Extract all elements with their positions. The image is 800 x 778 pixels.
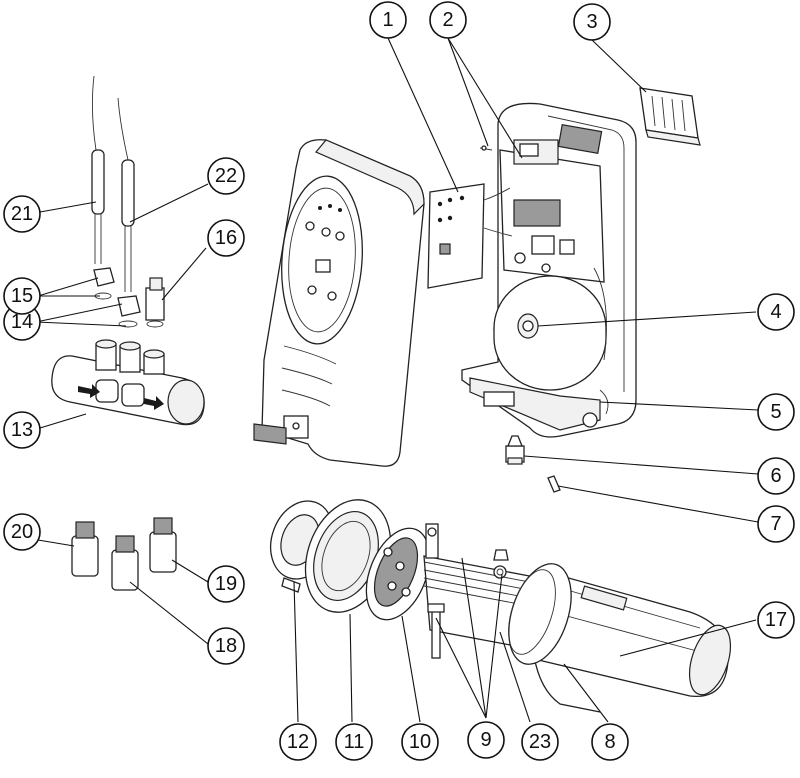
part-6-nozzle (505, 435, 525, 465)
callout-16-label: 16 (215, 227, 237, 249)
part-10-electrode-plate (365, 527, 431, 621)
callout-8-label: 8 (604, 731, 615, 753)
callout-6: 6 (757, 457, 795, 495)
callout-17: 17 (757, 601, 795, 639)
part-4-transformer (493, 267, 607, 391)
callout-1-label: 1 (382, 9, 393, 31)
callout-1: 1 (369, 1, 407, 39)
callout-19: 19 (207, 565, 245, 603)
callout-5-label: 5 (770, 401, 781, 423)
callout-15: 15 (3, 277, 41, 315)
leader-lines (35, 37, 759, 723)
part-1-control-pcb (427, 183, 513, 289)
part-21-probe (91, 75, 105, 264)
part-14-nut-washer (117, 295, 141, 328)
callout-7-label: 7 (770, 513, 781, 535)
callout-22-label: 22 (215, 165, 237, 187)
part-19-cartridge (149, 517, 177, 573)
callout-3: 3 (573, 3, 611, 41)
part-15-nut-washer (93, 267, 115, 300)
part-3-vent-cover (639, 87, 701, 146)
part-18-cartridge (111, 535, 139, 591)
callout-21: 21 (3, 195, 41, 233)
callout-18: 18 (207, 627, 245, 665)
callout-18-label: 18 (215, 635, 237, 657)
part-17-cell-body (529, 569, 732, 713)
callout-21-label: 21 (11, 203, 33, 225)
callout-5: 5 (757, 393, 795, 431)
callout-2: 2 (429, 1, 467, 39)
callout-16: 16 (207, 219, 245, 257)
callout-14: 14 (3, 303, 41, 341)
callout-13: 13 (3, 411, 41, 449)
part-8-clamp-collar (508, 563, 572, 665)
part-22-probe (117, 97, 135, 292)
callout-4-label: 4 (770, 301, 781, 323)
callout-13-label: 13 (11, 419, 33, 441)
callout-20: 20 (3, 513, 41, 551)
callout-12: 12 (279, 723, 317, 761)
callout-23-label: 23 (529, 731, 551, 753)
callout-11: 11 (335, 723, 373, 761)
front-housing (253, 139, 425, 467)
callout-12-label: 12 (287, 731, 309, 753)
callout-9-label: 9 (480, 729, 491, 751)
callout-2-label: 2 (442, 9, 453, 31)
part-9-bolts (427, 549, 509, 659)
callout-20-label: 20 (11, 521, 33, 543)
callout-6-label: 6 (770, 465, 781, 487)
part-16-sensor-fitting (145, 277, 165, 328)
callout-8: 8 (591, 723, 629, 761)
callout-15-label: 15 (11, 285, 33, 307)
callout-14-label: 14 (11, 311, 33, 333)
callout-4: 4 (757, 293, 795, 331)
callout-17-label: 17 (765, 609, 787, 631)
callout-10: 10 (401, 723, 439, 761)
callout-10-label: 10 (409, 731, 431, 753)
callout-22: 22 (207, 157, 245, 195)
callout-11-label: 11 (344, 731, 365, 753)
part-7-pin (547, 475, 561, 493)
part-20-cartridge (71, 521, 99, 577)
callout-9: 9 (467, 721, 505, 759)
callout-7: 7 (757, 505, 795, 543)
callout-3-label: 3 (586, 11, 597, 33)
callout-23: 23 (521, 723, 559, 761)
part-2-electronics-board (479, 139, 605, 283)
part-13-flow-pipe (51, 339, 205, 426)
callout-19-label: 19 (215, 573, 237, 595)
